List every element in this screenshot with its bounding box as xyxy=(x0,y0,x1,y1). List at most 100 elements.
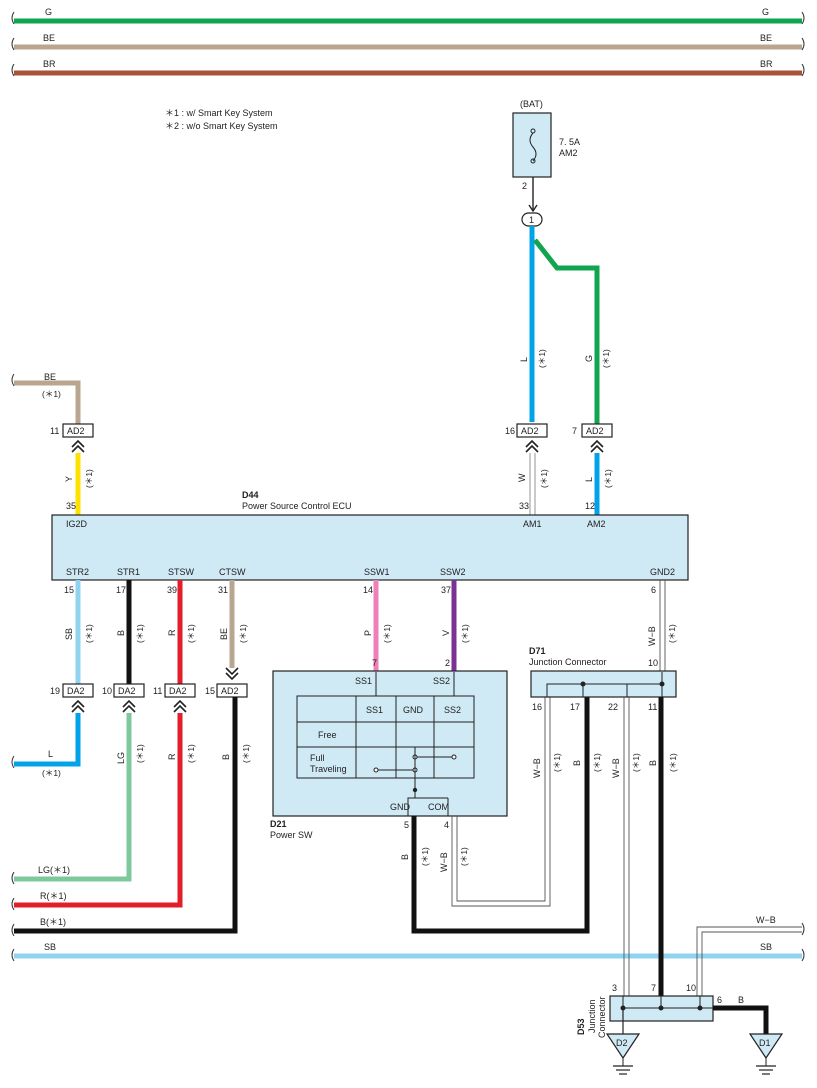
connector-ad2-16: AD2 16 xyxy=(505,423,548,438)
label-l-am2: L xyxy=(584,477,594,482)
label-be-ctsw-note: (＊1) xyxy=(238,624,248,643)
svg-text:STSW: STSW xyxy=(168,567,195,577)
svg-text:10: 10 xyxy=(102,686,112,696)
svg-text:AD2: AD2 xyxy=(221,686,239,696)
svg-text:GND2: GND2 xyxy=(650,567,675,577)
wire-wb-com4 xyxy=(451,697,551,907)
legend-note-1: ＊1 : w/ Smart Key System xyxy=(165,108,273,118)
label-b-left: B(＊1) xyxy=(40,917,66,927)
svg-text:Junction Connector: Junction Connector xyxy=(529,657,607,667)
svg-text:SSW2: SSW2 xyxy=(440,567,466,577)
svg-text:SS2: SS2 xyxy=(433,676,450,686)
wire-b-d53 xyxy=(713,1005,769,1034)
ctsw-chevrons xyxy=(225,667,239,681)
ground-d2: D2 xyxy=(605,1033,641,1075)
svg-text:37: 37 xyxy=(441,585,451,595)
svg-text:16: 16 xyxy=(505,426,515,436)
fuse-source: (BAT) xyxy=(520,99,543,109)
label-be-ctsw: BE xyxy=(219,628,229,640)
ecu-code: D44 xyxy=(242,490,259,500)
svg-text:11: 11 xyxy=(648,702,657,712)
label-v: V xyxy=(441,630,451,636)
wire-l-bottom xyxy=(14,713,81,767)
label-w: W xyxy=(517,473,527,482)
svg-text:CTSW: CTSW xyxy=(219,567,246,577)
wire-w xyxy=(529,453,536,515)
svg-text:17: 17 xyxy=(116,585,126,595)
svg-text:Junction: Junction xyxy=(587,999,597,1033)
ecu-d44: D44 Power Source Control ECU 35 IG2D 33 … xyxy=(51,490,689,595)
svg-text:19: 19 xyxy=(50,686,60,696)
label-b-17: B xyxy=(572,760,582,766)
bus-label-g-left: G xyxy=(45,7,52,17)
svg-text:35: 35 xyxy=(66,501,76,511)
label-r-lower-note: (＊1) xyxy=(186,744,196,763)
svg-text:COM: COM xyxy=(428,802,449,812)
label-be-top: BE xyxy=(44,372,56,382)
wire-lg xyxy=(14,713,132,882)
bus-label-br-left: BR xyxy=(43,59,56,69)
label-sb-note: (＊1) xyxy=(84,624,94,643)
connector-da2-19: DA2 19 xyxy=(50,683,94,698)
label-y: Y xyxy=(64,476,74,482)
label-wb-gnd2: W−B xyxy=(647,626,657,646)
wire-wb-right xyxy=(696,926,802,996)
bus-label-g-right: G xyxy=(762,7,769,17)
wire-b-gnd5 xyxy=(411,697,590,934)
legend-note-2: ＊2 : w/o Smart Key System xyxy=(165,121,278,131)
wire-wb-22 xyxy=(623,697,630,996)
svg-text:SSW1: SSW1 xyxy=(364,567,390,577)
label-g-upper: G xyxy=(584,355,594,362)
label-g-upper-note: (＊1) xyxy=(601,349,611,368)
label-lg: LG xyxy=(116,752,126,764)
svg-text:D1: D1 xyxy=(759,1038,771,1048)
label-b-str1: B xyxy=(116,630,126,636)
svg-text:5: 5 xyxy=(404,820,409,830)
svg-text:11: 11 xyxy=(153,686,162,696)
junction-connector-d71: D71 Junction Connector 10 16 17 22 11 xyxy=(529,646,677,712)
svg-text:33: 33 xyxy=(519,501,529,511)
label-l-bottom-note: (＊1) xyxy=(42,768,61,778)
svg-text:AM2: AM2 xyxy=(587,519,606,529)
svg-text:Connector: Connector xyxy=(597,996,607,1038)
wire-b-lower xyxy=(14,697,238,934)
label-b-lower-note: (＊1) xyxy=(241,744,251,763)
svg-text:STR2: STR2 xyxy=(66,567,89,577)
fuse-am2: (BAT) 7. 5A AM2 2 1 xyxy=(512,99,580,227)
connector-chevrons-top xyxy=(71,439,604,453)
svg-text:10: 10 xyxy=(686,983,696,993)
wire-be-top xyxy=(14,380,81,424)
svg-text:17: 17 xyxy=(570,702,580,712)
label-r-lower: R xyxy=(167,753,177,760)
svg-text:10: 10 xyxy=(648,658,658,668)
connector-da2-10: DA2 10 xyxy=(102,683,145,698)
svg-text:39: 39 xyxy=(167,585,177,595)
svg-text:GND: GND xyxy=(390,802,411,812)
label-b-17-note: (＊1) xyxy=(592,753,602,772)
label-wb-com4: W−B xyxy=(439,852,449,872)
svg-text:GND: GND xyxy=(403,705,424,715)
label-wb-22-note: (＊1) xyxy=(631,753,641,772)
bus-lines: G G BE BE BR BR xyxy=(11,7,805,77)
label-wb-16: W−B xyxy=(532,758,542,778)
label-w-note: (＊1) xyxy=(539,469,549,488)
fuse-pin: 2 xyxy=(522,181,527,191)
ground-d1: D1 xyxy=(748,1033,784,1075)
label-b-11: B xyxy=(648,760,658,766)
svg-text:12: 12 xyxy=(585,501,595,511)
svg-text:14: 14 xyxy=(363,585,373,595)
svg-text:SS1: SS1 xyxy=(355,676,372,686)
label-sb-bus-right: SB xyxy=(760,942,772,952)
label-y-note: (＊1) xyxy=(84,469,94,488)
label-b-gnd5: B xyxy=(400,854,410,860)
svg-text:15: 15 xyxy=(205,686,215,696)
svg-text:Free: Free xyxy=(318,730,337,740)
label-wb-16-note: (＊1) xyxy=(552,753,562,772)
svg-text:4: 4 xyxy=(444,820,449,830)
fuse-rating: 7. 5A xyxy=(559,137,580,147)
svg-text:STR1: STR1 xyxy=(117,567,140,577)
ecu-name: Power Source Control ECU xyxy=(242,501,352,511)
connector-ad2-7: AD2 7 xyxy=(572,423,613,438)
label-l-upper-note: (＊1) xyxy=(537,349,547,368)
